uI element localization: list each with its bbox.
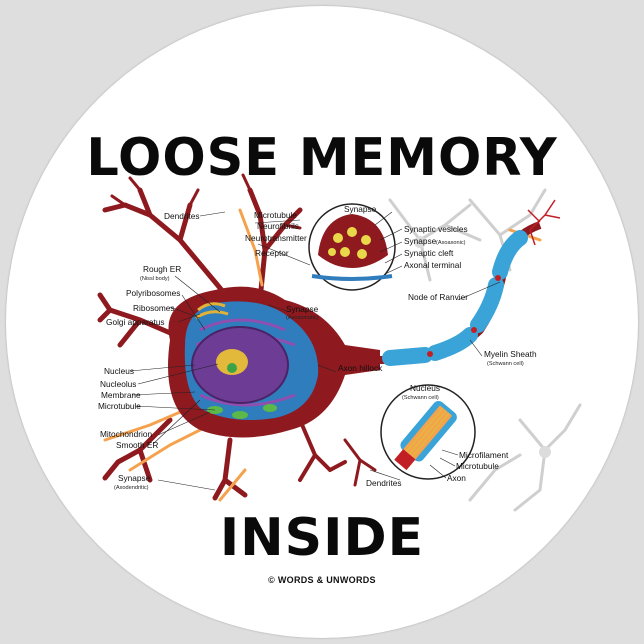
postsynaptic-membrane <box>311 274 393 281</box>
label-axon-hillock: Axon hillock <box>338 363 383 373</box>
label-nucleolus: Nucleolus <box>100 379 136 389</box>
diagram-labels: Dendrites Microtubule Neurofibrils Neuro… <box>98 204 537 491</box>
nucleolus-core <box>227 363 237 373</box>
label-axonal-terminal: Axonal terminal <box>404 260 461 270</box>
label-myelin-sheath: Myelin Sheath <box>484 349 537 359</box>
label-mitochondrion: Mitochondrion <box>100 429 153 439</box>
label-golgi: Golgi apparatus <box>106 317 165 327</box>
label-neurotransmitter: Neurotransmitter <box>245 233 307 243</box>
synaptic-vesicles <box>328 227 371 259</box>
leader-lines <box>129 211 501 491</box>
label-axon: Axon <box>447 473 466 483</box>
label-synapse-top: Synapse <box>344 204 377 214</box>
label-polyribosomes: Polyribosomes <box>126 288 180 298</box>
label-membrane: Membrane <box>101 390 141 400</box>
headline-top: LOOSE MEMORY <box>86 128 558 188</box>
synaptic-terminal <box>318 214 388 268</box>
label-nucleus-schwann: Nucleus <box>410 383 440 393</box>
copyright-notice: © WORDS & UNWORDS <box>268 575 376 585</box>
label-receptor: Receptor <box>255 248 289 258</box>
label-microtubule-top: Microtubule <box>254 210 297 220</box>
golgi-apparatus <box>195 302 229 320</box>
label-nucleus-schwann-sub: (Schwann cell) <box>402 395 439 401</box>
label-rough-er-sub: (Nissl body) <box>140 276 170 282</box>
axon-cutaway <box>394 400 457 471</box>
label-synapse-axoaxonic: Synapse <box>404 236 437 246</box>
headline-bottom: INSIDE <box>219 508 425 568</box>
label-nucleus: Nucleus <box>104 366 134 376</box>
myelin-sheath <box>382 230 528 366</box>
label-node-of-ranvier: Node of Ranvier <box>408 292 468 302</box>
label-synaptic-cleft: Synaptic cleft <box>404 248 454 258</box>
label-synapse-axodendritic: Synapse <box>118 473 151 483</box>
label-synapse-axoaxonic-sub: (Axoaxonic) <box>436 240 466 246</box>
label-microfilament: Microfilament <box>459 450 509 460</box>
label-synapse-axodendritic-sub: (Axodendritic) <box>114 485 149 491</box>
label-synapse-axosomatic: Synapse <box>286 304 319 314</box>
label-ribosomes: Ribosomes <box>133 303 175 313</box>
nucleolus <box>216 349 248 375</box>
label-synaptic-vesicles: Synaptic vesicles <box>404 224 468 234</box>
label-dendrites-bottom: Dendrites <box>366 478 402 488</box>
label-neurofibrils: Neurofibrils <box>257 221 299 231</box>
dendrite-branches <box>97 173 377 501</box>
label-synapse-axosomatic-sub: (Axosomatic) <box>286 315 319 321</box>
label-microtubule-right: Microtubule <box>456 461 499 471</box>
label-rough-er: Rough ER <box>143 264 181 274</box>
label-smooth-er: Smooth ER <box>116 440 158 450</box>
label-dendrites-top: Dendrites <box>164 211 200 221</box>
axon-terminal-branches <box>527 199 561 246</box>
incoming-axons <box>103 208 542 502</box>
background-ghost-neurons <box>388 188 582 512</box>
nodes-of-ranvier <box>427 275 501 357</box>
label-myelin-sheath-sub: (Schwann cell) <box>487 361 524 367</box>
label-microtubule-left: Microtubule <box>98 401 141 411</box>
